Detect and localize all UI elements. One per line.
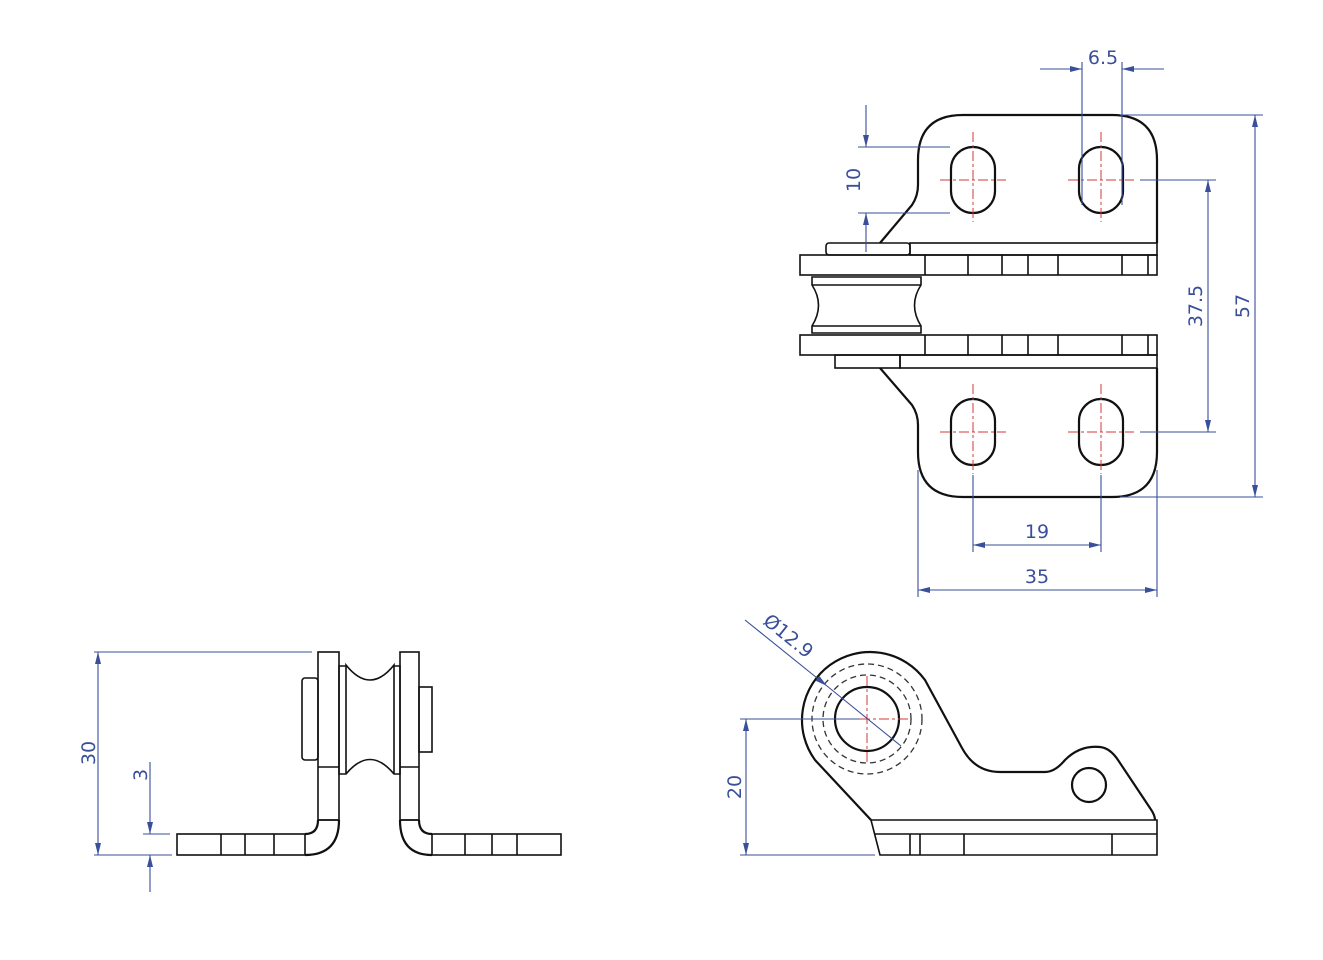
mounting-slots [949, 145, 1125, 467]
dimension-overall-height: 57 [1120, 114, 1263, 498]
dimension-axle-height: 20 [724, 718, 875, 856]
dimension-label: 3 [130, 769, 152, 781]
bracket-outline [800, 650, 1157, 821]
dimension-slot-width: 6.5 [1040, 47, 1164, 205]
lower-plate-outline [879, 367, 1159, 499]
small-hole [1070, 766, 1108, 804]
dimension-label: 19 [1025, 521, 1049, 543]
dimension-label: 37.5 [1185, 285, 1207, 327]
dimension-side-height: 30 [78, 651, 312, 856]
dimension-label: 30 [78, 741, 100, 765]
slot-centerlines [940, 132, 1134, 474]
front-view [800, 650, 1158, 856]
upper-plate-outline [879, 113, 1159, 244]
dimension-hole-spacing-vertical: 37.5 [1140, 179, 1216, 433]
side-view [176, 651, 562, 857]
upper-flange [799, 242, 1158, 276]
dimension-label: 57 [1232, 294, 1254, 318]
dimension-slot-length: 10 [843, 105, 950, 252]
lower-flange [799, 334, 1158, 369]
dimension-label: 20 [724, 775, 746, 799]
pulley-top-view [811, 276, 922, 334]
dimension-label: 6.5 [1088, 47, 1118, 69]
top-view [799, 113, 1159, 499]
dimension-hole-spacing-horizontal: 19 [972, 475, 1102, 552]
dimension-plate-thickness: 3 [130, 762, 170, 892]
dimension-label: 35 [1025, 566, 1049, 588]
dimension-label: 10 [843, 168, 865, 192]
dimension-overall-width: 35 [917, 470, 1158, 597]
